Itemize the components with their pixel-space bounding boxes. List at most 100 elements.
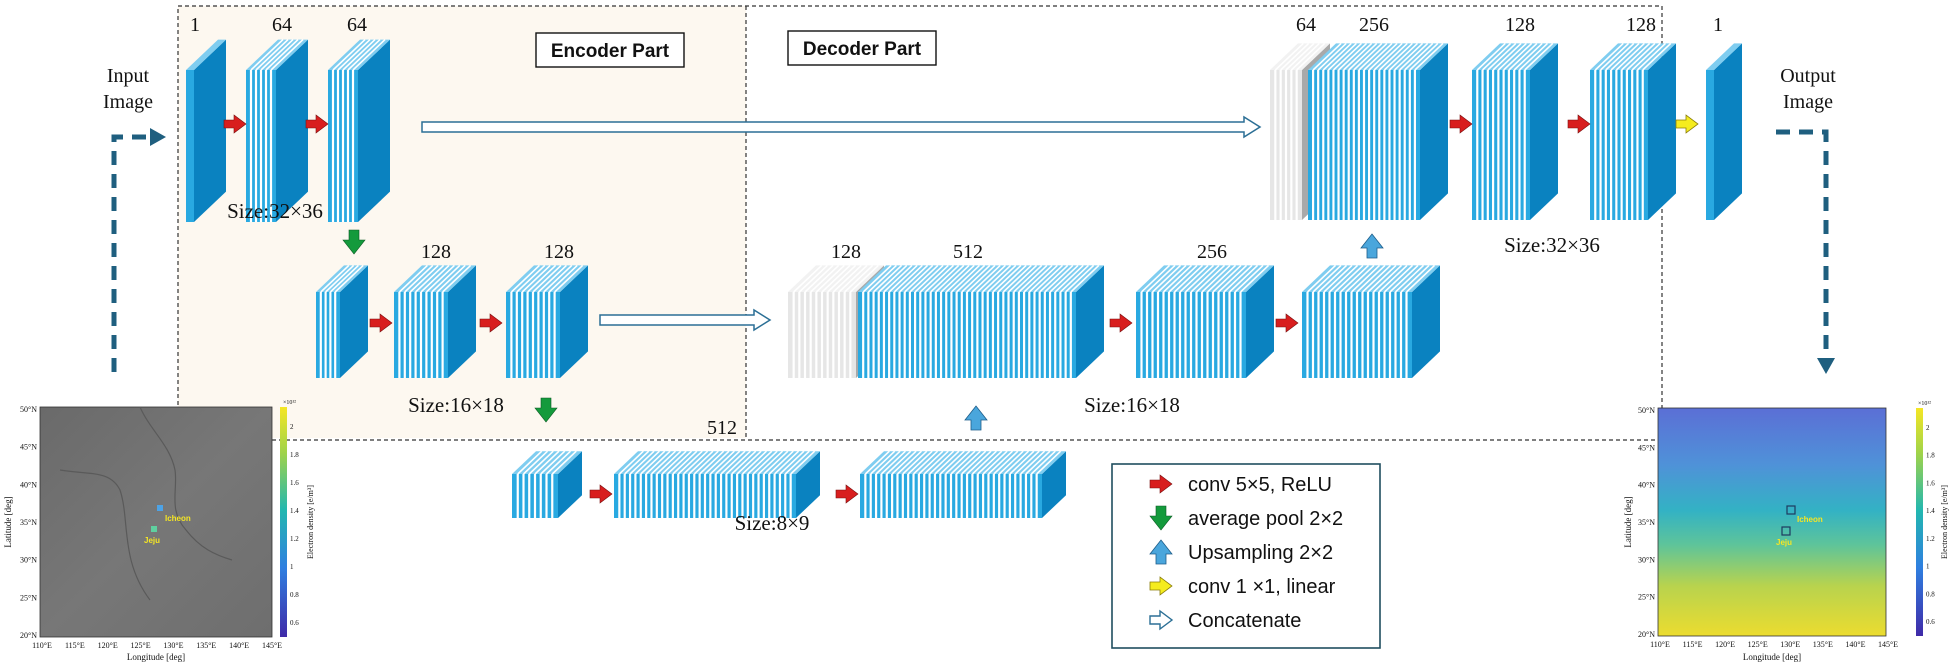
final-conv-arrow: [1675, 114, 1699, 134]
output-map-xtick-tick: 120°E: [1715, 640, 1735, 649]
output-colorbar-tick: 1.6: [1926, 479, 1935, 487]
input-map-xtick-tick: 120°E: [98, 641, 118, 650]
encoder-part-label: Encoder Part: [551, 41, 670, 62]
input-map-ylabel: Latitude [deg]: [3, 496, 13, 547]
channel-label-dec1-concat: 64: [1296, 14, 1316, 36]
output-colorbar-label: Electron density [e/m³]: [1940, 485, 1949, 559]
legend-blue-arrow-icon: [1149, 539, 1173, 565]
output-map-ylabel: Latitude [deg]: [1623, 496, 1633, 547]
input-map-figure: Icheon Jeju 50°N45°N40°N35°N30°N25°N20°N…: [3, 400, 315, 662]
input-colorbar-tick: 1.8: [290, 451, 299, 459]
block-dec1-main: [1308, 42, 1448, 221]
channel-label-dec1-main: 256: [1359, 14, 1389, 36]
icheon-marker-out: [1786, 505, 1796, 515]
input-colorbar-exp: ×10¹²: [283, 400, 296, 406]
operation-arrows: [223, 114, 1699, 504]
output-dashed-arrow: [1776, 129, 1829, 360]
size-label-32x36-left: Size:32×36: [227, 199, 323, 223]
icheon-marker: [157, 505, 163, 511]
block-dec2-main: [858, 264, 1104, 378]
channel-label-dec-out: 1: [1713, 14, 1723, 36]
output-map-xtick-tick: 115°E: [1683, 640, 1703, 649]
input-map-ytick-tick: 40°N: [20, 480, 37, 489]
legend-label: average pool 2×2: [1188, 508, 1343, 530]
input-map-xtick-tick: 110°E: [32, 641, 52, 650]
output-colorbar-tick: 1.4: [1926, 507, 1935, 515]
legend-item: average pool 2×2: [1149, 505, 1343, 531]
output-map-xtick-tick: 145°E: [1878, 640, 1898, 649]
legend-red-arrow-icon: [1149, 474, 1173, 494]
input-map-ytick-tick: 30°N: [20, 556, 37, 565]
skip-connection-middle: [599, 308, 772, 332]
output-map-xlabel: Longitude [deg]: [1743, 652, 1801, 662]
legend-green-arrow-icon: [1149, 505, 1173, 531]
block-enc1b: [328, 39, 390, 222]
block-bottleneck-a: [614, 450, 820, 518]
output-map-xtick-tick: 130°E: [1780, 640, 1800, 649]
block-bottleneck-b: [860, 450, 1066, 518]
output-map-ytick-tick: 45°N: [1638, 443, 1655, 452]
upsample-arrow-2: [1360, 233, 1384, 259]
input-colorbar: [280, 407, 287, 637]
legend-label: Concatenate: [1188, 610, 1301, 632]
input-map-ytick-tick: 50°N: [20, 405, 37, 414]
block-dec-output: [1706, 43, 1742, 221]
legend-label: Upsampling 2×2: [1188, 542, 1333, 564]
conv-arrow-2: [305, 114, 329, 134]
input-colorbar-tick: 1: [290, 563, 294, 571]
output-map-figure: Icheon Jeju 50°N45°N40°N35°N30°N25°N20°N…: [1623, 401, 1949, 662]
output-map-xtick-tick: 135°E: [1813, 640, 1833, 649]
block-enc2-pooled: [316, 264, 368, 378]
legend-item: conv 5×5, ReLU: [1149, 474, 1332, 496]
input-map-ytick-tick: 45°N: [20, 443, 37, 452]
input-map-xtick-tick: 135°E: [196, 641, 216, 650]
input-colorbar-tick: 1.2: [290, 535, 299, 543]
size-label-8x9: Size:8×9: [735, 511, 810, 535]
output-colorbar-tick: 0.8: [1926, 590, 1935, 598]
jeju-marker: [151, 526, 157, 532]
input-map-ytick-tick: 35°N: [20, 518, 37, 527]
jeju-label: Jeju: [144, 536, 160, 545]
conv-arrow-9: [1449, 114, 1473, 134]
jeju-marker-out: [1781, 526, 1791, 536]
output-dashed-arrowhead: [1817, 358, 1835, 374]
output-colorbar-tick: 1.8: [1926, 452, 1935, 460]
input-dashed-arrow: [111, 134, 150, 372]
block-dec2-upsampled: [1302, 264, 1440, 378]
legend-item: conv 1 ×1, linear: [1149, 576, 1336, 598]
channel-label-dec1-conv-a: 128: [1505, 14, 1535, 36]
icheon-label-out: Icheon: [1797, 515, 1823, 524]
input-map-xtick-tick: 125°E: [131, 641, 151, 650]
input-map-ytick-tick: 25°N: [20, 593, 37, 602]
pool-arrow-1: [342, 229, 366, 255]
output-colorbar-tick: 1.2: [1926, 535, 1935, 543]
output-map-ytick-tick: 30°N: [1638, 555, 1655, 564]
block-dec1-conv-b: [1590, 42, 1676, 221]
input-colorbar-tick: 1.6: [290, 479, 299, 487]
legend-hollow-arrow-icon: [1149, 609, 1174, 631]
channel-label-enc-in: 1: [190, 14, 200, 36]
input-colorbar-tick: 1.4: [290, 507, 299, 515]
output-map-xtick-tick: 110°E: [1650, 640, 1670, 649]
decoder-part-label: Decoder Part: [803, 39, 922, 60]
legend: conv 5×5, ReLU average pool 2×2Upsampling…: [1111, 463, 1381, 649]
conv-arrow-5: [589, 484, 613, 504]
output-colorbar-tick: 1: [1926, 563, 1930, 571]
output-map-ytick-tick: 20°N: [1638, 630, 1655, 639]
legend-label: conv 1 ×1, linear: [1188, 576, 1336, 598]
channel-label-dec2-main: 512: [953, 241, 983, 263]
size-label-16x18-right: Size:16×18: [1084, 393, 1180, 417]
input-map-area: [39, 406, 273, 638]
input-map-xtick-tick: 145°E: [262, 641, 282, 650]
input-map-coastline: [59, 406, 233, 601]
upsample-arrow-1: [964, 405, 988, 431]
conv-arrow-10: [1567, 114, 1591, 134]
output-map-ytick-tick: 25°N: [1638, 593, 1655, 602]
output-map-xtick-tick: 140°E: [1845, 640, 1865, 649]
conv-arrow-7: [1109, 313, 1133, 333]
size-label-32x36-right: Size:32×36: [1504, 233, 1600, 257]
output-map-ytick-tick: 35°N: [1638, 518, 1655, 527]
output-map-xtick-tick: 125°E: [1748, 640, 1768, 649]
input-colorbar-tick: 2: [290, 423, 294, 431]
